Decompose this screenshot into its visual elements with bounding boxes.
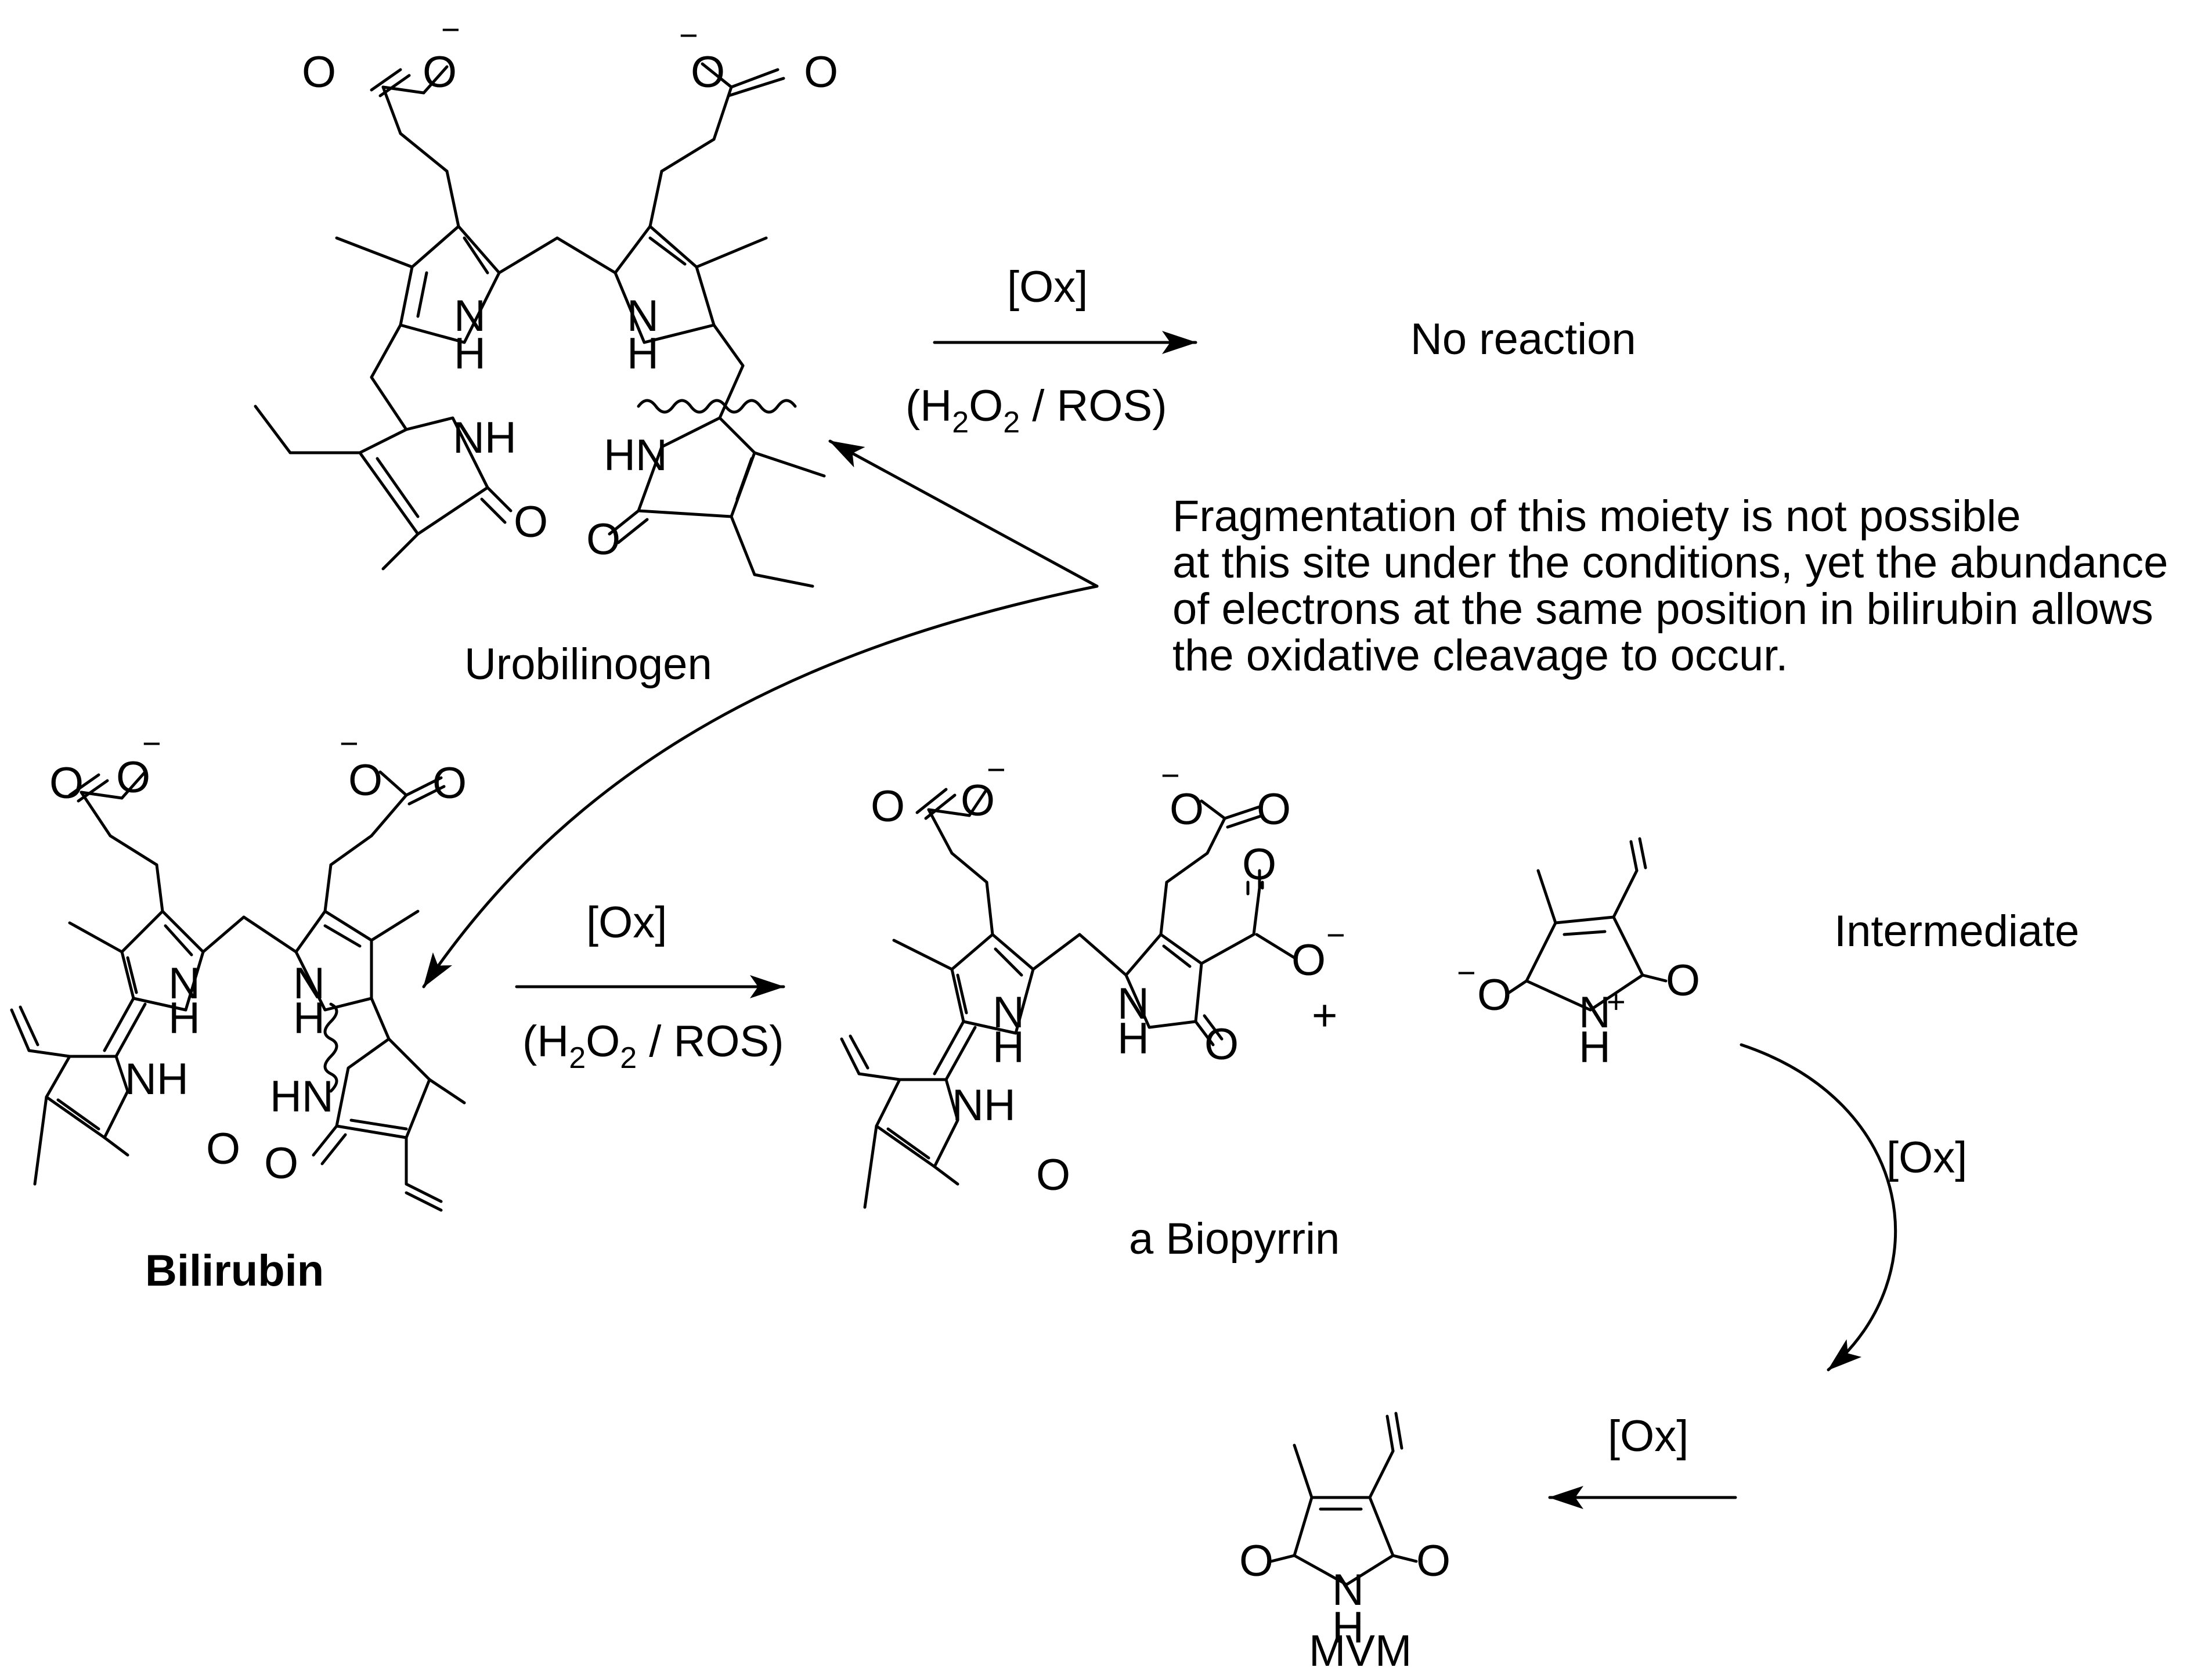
bilirubin-N1: N [168,959,200,1008]
urobilinogen-O3: O [691,48,725,97]
intermediate-O2: O [1666,956,1700,1005]
bilirubin-structure: O O − O O − N H N H NH O HN O Bilirubin [10,725,467,1296]
urobilinogen-O5: O [514,497,548,547]
biopyrrin-O7: O [1204,1020,1239,1069]
bilirubin-label: Bilirubin [145,1246,324,1296]
urobilinogen-minus1: − [441,11,460,48]
biopyrrin-label: a Biopyrrin [1129,1214,1340,1264]
intermediate-minus: − [1457,954,1476,991]
intermediate-label: Intermediate [1834,907,2079,956]
plus-sign: + [1312,991,1337,1040]
annotation: Fragmentation of this moiety is not poss… [1172,492,2168,680]
mvm-H: H [1332,1603,1364,1652]
annotation-line4: the oxidative cleavage to occur. [1172,631,1788,680]
urobilinogen-label: Urobilinogen [464,640,712,689]
bilirubin-O5: O [206,1124,240,1174]
bilirubin-minus2: − [340,725,359,762]
mvm-N: N [1332,1565,1364,1615]
mvm-label: MVM [1309,1626,1412,1676]
bilirubin-minus1: − [142,725,161,762]
curved-step-reagent: [Ox] [1886,1133,1967,1182]
bilirubin-H2: H [293,994,325,1043]
biopyrrin-minus2: − [1161,757,1180,793]
bilirubin-O2: O [116,753,150,802]
biopyrrin-H2: H [1117,1014,1149,1063]
biopyrrin-O5: O [1242,840,1276,889]
bilirubin-H1: H [168,994,200,1043]
urobilinogen-structure: O O − O O − N H N H NH O HN O Urobilinog… [254,11,838,689]
biopyrrin-O4: O [1257,785,1291,834]
no-reaction-label: No reaction [1410,315,1636,364]
biopyrrin-O2: O [961,776,995,825]
intermediate-structure: − O N + H O Intermediate [1457,837,2079,1072]
bilirubin-O3: O [348,756,383,805]
mvm-O1: O [1239,1536,1273,1586]
annotation-line1: Fragmentation of this moiety is not poss… [1172,492,2021,541]
urobilinogen-HN: HN [604,431,667,480]
urobilinogen-O1: O [302,48,336,97]
biopyrrin-N2: N [1117,979,1149,1029]
top-conditions: (H2O2 / ROS) [905,381,1167,439]
bilirubin-HN: HN [270,1072,334,1121]
biopyrrin-H1: H [993,1023,1024,1072]
bilirubin-NH: NH [125,1055,189,1104]
urobilinogen-O4: O [804,48,838,97]
biopyrrin-NH: NH [952,1081,1016,1130]
mvm-step-reagent: [Ox] [1608,1412,1688,1461]
biopyrrin-O3: O [1170,785,1204,834]
intermediate-O1: O [1477,970,1511,1020]
bilirubin-O6: O [264,1139,298,1188]
intermediate-N: N [1579,988,1611,1037]
pointer-arrow-urobilinogen [828,439,1099,588]
top-reagent: [Ox] [1007,262,1088,312]
bilirubin-O1: O [49,759,84,808]
mvm-structure: O N H O MVM [1239,1412,1450,1676]
bilirubin-N2: N [293,959,325,1008]
annotation-line2: at this site under the conditions, yet t… [1172,538,2168,587]
urobilinogen-NH: NH [453,413,517,463]
urobilinogen-H1: H [454,329,486,378]
intermediate-H: H [1579,1023,1611,1072]
intermediate-plus: + [1607,983,1626,1020]
urobilinogen-O6: O [586,515,620,564]
mvm-O2: O [1416,1536,1450,1586]
curved-oxidation-arrow [1740,1043,1897,1372]
biopyrrin-structure: O O − O O − O O − N H N H O NH O a Biopy… [840,751,1345,1264]
biopyrrin-minus1: − [987,751,1006,788]
bilirubin-O4: O [432,759,467,808]
urobilinogen-O2: O [423,48,457,97]
middle-conditions: (H2O2 / ROS) [522,1017,784,1075]
biopyrrin-O8: O [1036,1150,1070,1200]
annotation-line3: of electrons at the same position in bil… [1172,584,2153,634]
urobilinogen-H2: H [627,329,659,378]
middle-reagent: [Ox] [586,898,667,947]
biopyrrin-O1: O [871,782,905,831]
urobilinogen-N1: N [454,291,486,341]
urobilinogen-N2: N [627,291,659,341]
pointer-arrow-bilirubin [422,584,1099,988]
biopyrrin-N1: N [993,988,1024,1037]
urobilinogen-minus2: − [679,17,698,53]
biopyrrin-O6: O [1291,936,1326,985]
biopyrrin-minus3: − [1326,916,1345,953]
